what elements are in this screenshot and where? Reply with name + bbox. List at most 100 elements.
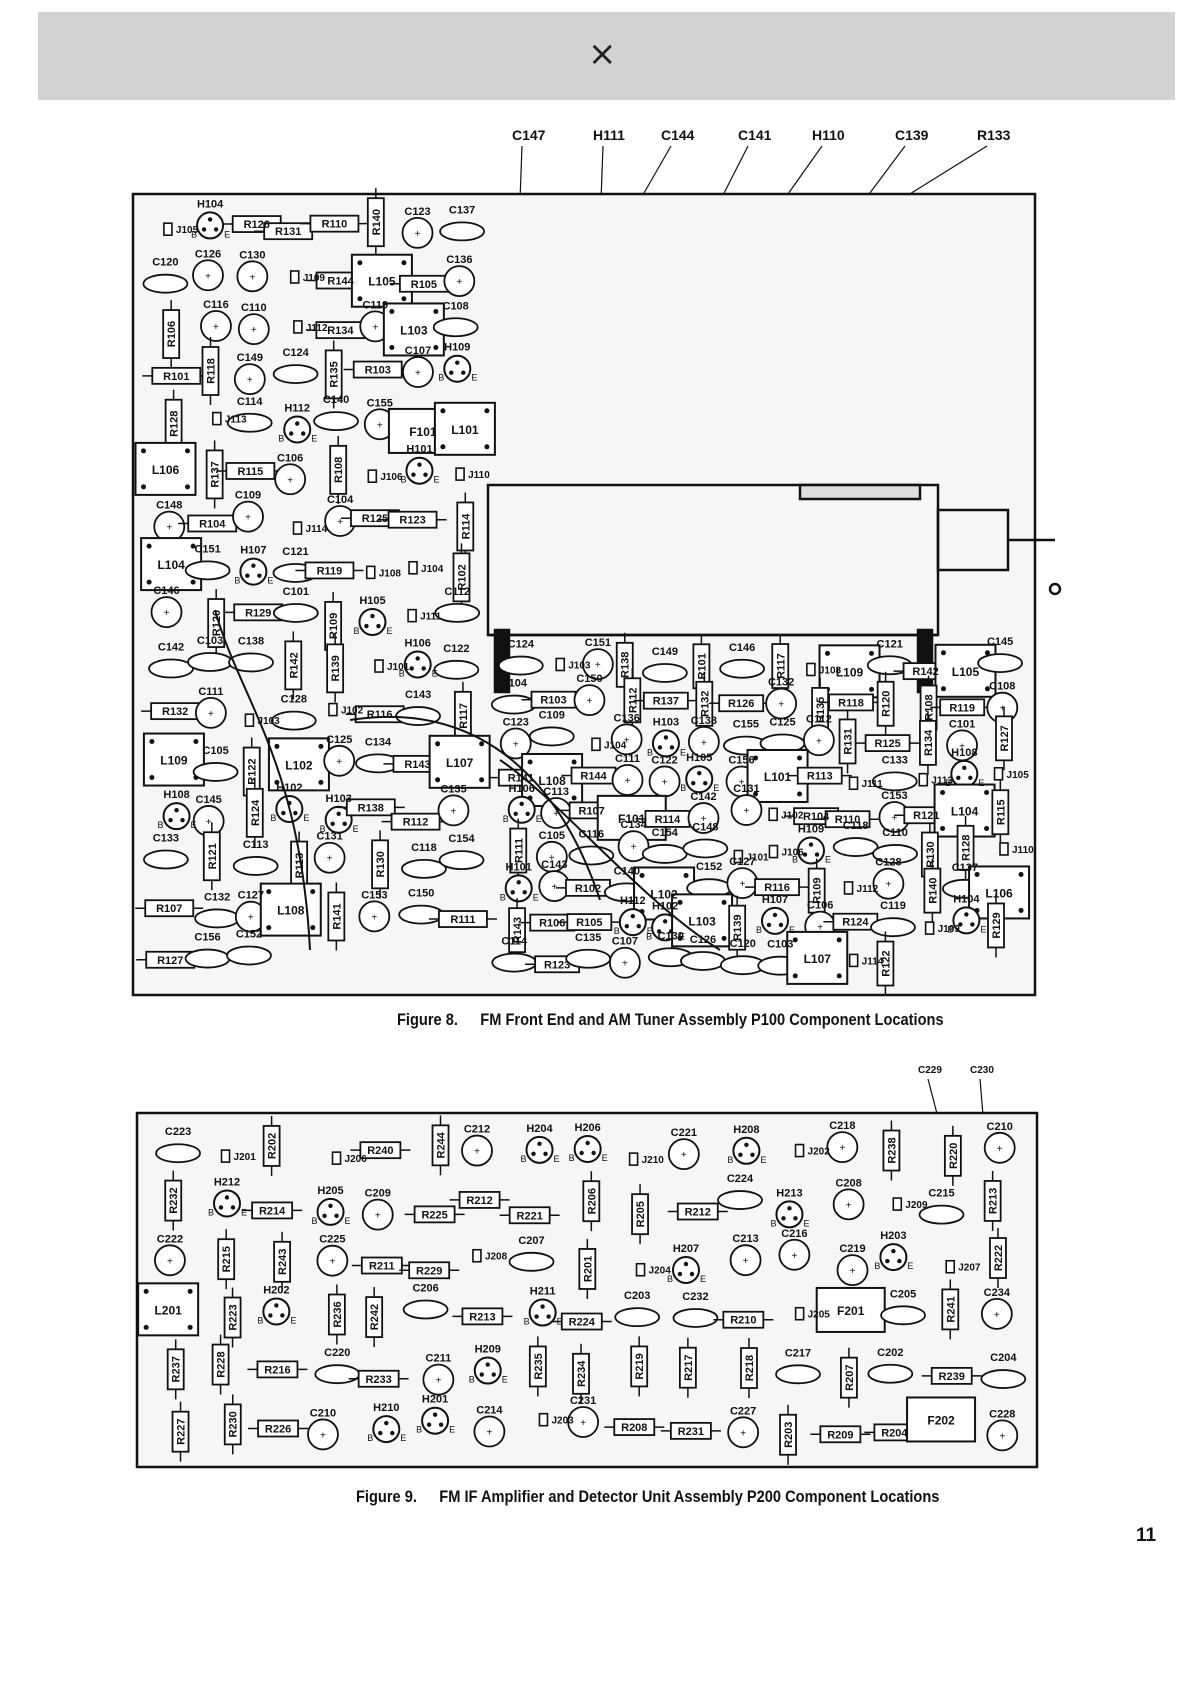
label-h102-6: H102: [276, 782, 302, 794]
svg-text:+: +: [551, 882, 557, 893]
label-c101-38: C101: [283, 586, 309, 598]
svg-text:B: B: [614, 926, 620, 936]
label-c208-6: C208: [835, 1177, 861, 1189]
label-r125-12: R125: [874, 738, 900, 750]
resistor-r115-23: [225, 462, 276, 480]
label-l103-6: L103: [688, 914, 716, 928]
label-c228-20: C228: [989, 1408, 1015, 1420]
label-j105-7: J105: [1007, 770, 1030, 781]
label-r233-27: R233: [365, 1374, 391, 1386]
label-c125-20: C125: [769, 717, 795, 729]
label-h102-6: H102: [652, 900, 678, 912]
capacitor-c142-13: [687, 802, 720, 834]
label-j106-8: J106: [781, 848, 804, 859]
resistor-r114-24: [456, 501, 475, 552]
label-c135-8: C135: [440, 783, 466, 795]
transistor-h103-4: [651, 729, 680, 758]
resistor-r214-33: [251, 1201, 294, 1220]
resistor-r207-9: [840, 1356, 858, 1399]
label-h211-10: H211: [530, 1286, 556, 1298]
resistor-r112-18: [390, 812, 441, 831]
label-r219-34: R219: [634, 1353, 646, 1379]
label-c231-29: C231: [570, 1395, 596, 1407]
label-r243-6: R243: [277, 1249, 289, 1275]
figure-8-caption-text: FM Front End and AM Tuner Assembly P100 …: [480, 1010, 944, 1029]
label-c153-17: C153: [881, 790, 907, 802]
label-r124-11: R124: [250, 799, 262, 826]
label-r140-4: R140: [927, 877, 939, 903]
svg-text:+: +: [166, 523, 172, 534]
svg-text:+: +: [249, 272, 255, 283]
label-r114-24: R114: [460, 513, 472, 540]
resistor-r110-19: [309, 214, 360, 233]
svg-text:+: +: [791, 1251, 797, 1262]
label-r208-31: R208: [621, 1422, 647, 1434]
label-r139-36: R139: [732, 915, 744, 941]
label-j114-4: J114: [862, 956, 884, 967]
capacitor-c221-13: [667, 1138, 700, 1171]
capacitor-c101-38: [272, 603, 319, 623]
svg-text:E: E: [700, 1274, 706, 1284]
label-r144-21: R144: [327, 275, 354, 287]
label-c219-28: C219: [839, 1243, 865, 1255]
resistor-r217-24: [678, 1346, 697, 1389]
capacitor-c123-24: [499, 727, 532, 760]
resistor-r202-0: [262, 1125, 281, 1167]
svg-text:+: +: [739, 879, 745, 890]
capacitor-c109-42: [232, 500, 264, 533]
label-r229-37: R229: [416, 1265, 442, 1277]
capacitor-c131-12: [730, 794, 763, 826]
svg-text:+: +: [631, 842, 637, 853]
label-c209-15: C209: [365, 1188, 391, 1200]
label-h103-4: H103: [653, 716, 679, 728]
svg-text:+: +: [625, 776, 631, 787]
label-l102-7: L102: [285, 758, 313, 772]
svg-text:+: +: [850, 1266, 856, 1277]
svg-text:B: B: [320, 824, 326, 834]
label-c123-24: C123: [404, 206, 430, 218]
label-r122-15: R122: [880, 950, 892, 976]
label-r137-1: R137: [210, 461, 222, 487]
transistor-h105-0: [358, 608, 387, 637]
label-r228-4: R228: [216, 1351, 228, 1377]
label-c210-7: C210: [987, 1121, 1013, 1133]
svg-text:B: B: [792, 855, 798, 865]
svg-text:E: E: [760, 1155, 766, 1165]
svg-text:+: +: [622, 959, 628, 970]
capacitor-c219-28: [836, 1254, 869, 1287]
label-c108-35: C108: [443, 300, 469, 312]
svg-text:+: +: [336, 757, 342, 768]
label-r203-22: R203: [783, 1422, 795, 1448]
label-c119-33: C119: [362, 299, 388, 311]
capacitor-c152-18: [226, 945, 272, 966]
label-r232-40: R232: [168, 1187, 180, 1213]
hookup-wire-2: [499, 759, 721, 951]
svg-text:+: +: [247, 375, 253, 386]
label-j103-9: J103: [257, 716, 280, 727]
svg-text:B: B: [400, 475, 406, 485]
resistor-r242-43: [365, 1296, 384, 1338]
svg-text:+: +: [994, 1310, 1000, 1321]
capacitor-c118-30: [401, 858, 447, 879]
label-j203-2: J203: [551, 1416, 574, 1427]
label-c137-7: C137: [449, 204, 475, 216]
label-j111-6: J111: [862, 779, 884, 790]
svg-text:+: +: [778, 700, 784, 711]
label-r111-29: R111: [513, 838, 525, 863]
label-r141-9: R141: [331, 903, 343, 929]
capacitor-c133-16: [871, 771, 918, 792]
capacitor-c134-9: [617, 830, 650, 863]
page-header-band: ⨯: [38, 12, 1175, 100]
label-j209-8: J209: [905, 1200, 928, 1211]
svg-text:+: +: [245, 513, 251, 524]
label-r107-32: R107: [579, 805, 605, 817]
label-c132-4: C132: [204, 891, 230, 903]
label-c106-39: C106: [807, 900, 833, 912]
svg-text:+: +: [415, 368, 421, 379]
capacitor-c119-33: [870, 917, 916, 938]
resistor-r232-40: [164, 1179, 183, 1222]
svg-text:B: B: [524, 1317, 530, 1327]
label-c132-4: C132: [768, 677, 794, 689]
capacitor-c113-29: [232, 856, 279, 876]
label-c103-40: C103: [197, 635, 223, 647]
